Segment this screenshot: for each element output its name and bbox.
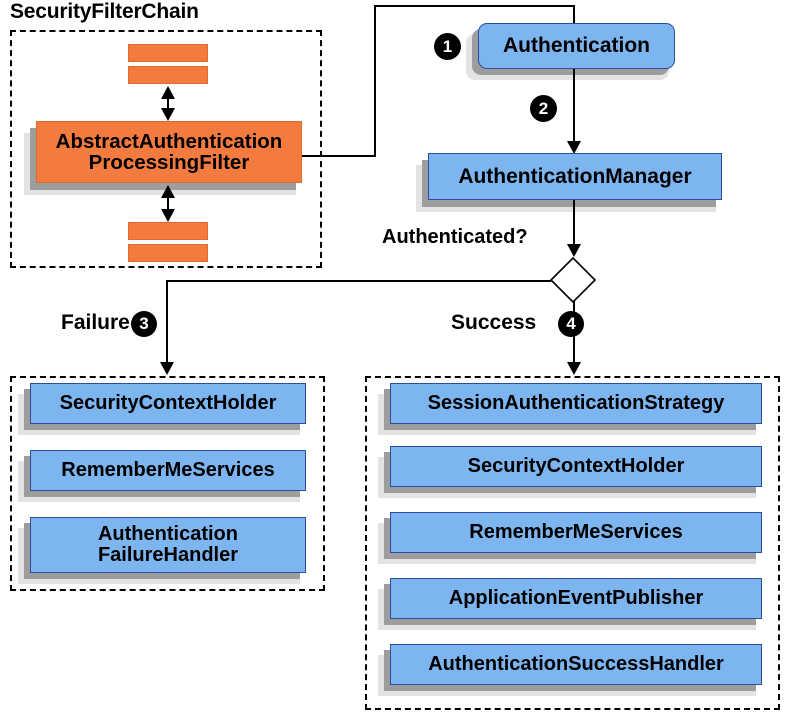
step-badge-1-number: 1 <box>442 36 453 56</box>
decision-to-failure-v <box>166 280 168 368</box>
abstract-authentication-processing-filter-box[interactable]: AbstractAuthentication ProcessingFilter <box>36 121 302 183</box>
authentication-manager-node[interactable]: AuthenticationManager <box>428 153 722 200</box>
step-badge-2-number: 2 <box>538 98 549 118</box>
step-badge-2: 2 <box>530 95 557 122</box>
auth-to-manager-arrow <box>567 141 581 154</box>
decision-to-failure-h <box>166 280 551 282</box>
success-branch-label: Success <box>451 311 537 334</box>
filter-bar-top-2 <box>128 66 208 84</box>
authentication-node[interactable]: Authentication <box>478 23 675 69</box>
failure-item-0-label: SecurityContextHolder <box>59 392 277 415</box>
failure-item-1-label: RememberMeServices <box>61 459 275 482</box>
failure-item-2-label-line2: FailureHandler <box>97 544 239 566</box>
failure-branch-arrow <box>160 362 174 375</box>
success-item-remembermeservices[interactable]: RememberMeServices <box>390 512 762 553</box>
security-filter-chain-group <box>10 30 322 268</box>
success-item-0-label: SessionAuthenticationStrategy <box>427 392 725 415</box>
filter-link-top <box>167 92 169 116</box>
filter-to-auth-segment-h1 <box>302 155 375 157</box>
filter-to-auth-segment-v <box>374 5 376 157</box>
filter-link-top-arrow-up <box>161 86 175 99</box>
failure-item-2-label-line1: Authentication <box>97 523 238 546</box>
filter-bar-bottom-2 <box>128 244 208 262</box>
auth-to-manager-line <box>573 69 575 145</box>
success-item-applicationeventpublisher[interactable]: ApplicationEventPublisher <box>390 578 762 619</box>
filter-link-top-arrow-down <box>161 108 175 121</box>
step-badge-3-number: 3 <box>139 314 149 333</box>
filter-link-bottom-arrow-down <box>161 209 175 222</box>
success-branch-arrow <box>567 362 581 375</box>
failure-branch-label: Failure <box>61 311 130 334</box>
filter-to-auth-entry <box>573 5 575 27</box>
filter-bar-bottom-1 <box>128 222 208 240</box>
success-item-authenticationsuccesshandler[interactable]: AuthenticationSuccessHandler <box>390 644 762 685</box>
manager-to-decision-arrow <box>567 244 581 257</box>
success-item-sessionauthenticationstrategy[interactable]: SessionAuthenticationStrategy <box>390 383 762 424</box>
filter-to-auth-segment-h2 <box>374 5 575 7</box>
success-group <box>365 376 780 710</box>
failure-item-authenticationfailurehandler[interactable]: Authentication FailureHandler <box>30 517 306 573</box>
filter-bar-top-1 <box>128 44 208 62</box>
failure-item-remembermeservices[interactable]: RememberMeServices <box>30 450 306 491</box>
filter-link-bottom-arrow-up <box>161 185 175 198</box>
step-badge-1: 1 <box>434 33 461 60</box>
filter-box-label-line2: ProcessingFilter <box>88 151 250 174</box>
failure-group <box>10 376 325 591</box>
success-item-2-label: RememberMeServices <box>469 521 683 544</box>
success-item-3-label: ApplicationEventPublisher <box>448 587 704 610</box>
step-badge-4-number: 4 <box>566 314 576 333</box>
filter-link-bottom <box>167 191 169 217</box>
authenticated-question-label: Authenticated? <box>382 226 528 248</box>
filter-box-label-line1: AbstractAuthentication <box>55 129 283 153</box>
authentication-manager-label: AuthenticationManager <box>458 164 692 188</box>
success-item-securitycontextholder[interactable]: SecurityContextHolder <box>390 446 762 487</box>
step-badge-4: 4 <box>558 311 584 337</box>
step-badge-3: 3 <box>131 311 157 337</box>
manager-to-decision-line <box>573 200 575 248</box>
success-item-4-label: AuthenticationSuccessHandler <box>428 653 724 676</box>
success-item-1-label: SecurityContextHolder <box>467 455 685 478</box>
security-filter-chain-title: SecurityFilterChain <box>10 0 199 23</box>
failure-item-securitycontextholder[interactable]: SecurityContextHolder <box>30 383 306 424</box>
authentication-label: Authentication <box>503 34 650 58</box>
decision-diamond <box>549 256 597 304</box>
